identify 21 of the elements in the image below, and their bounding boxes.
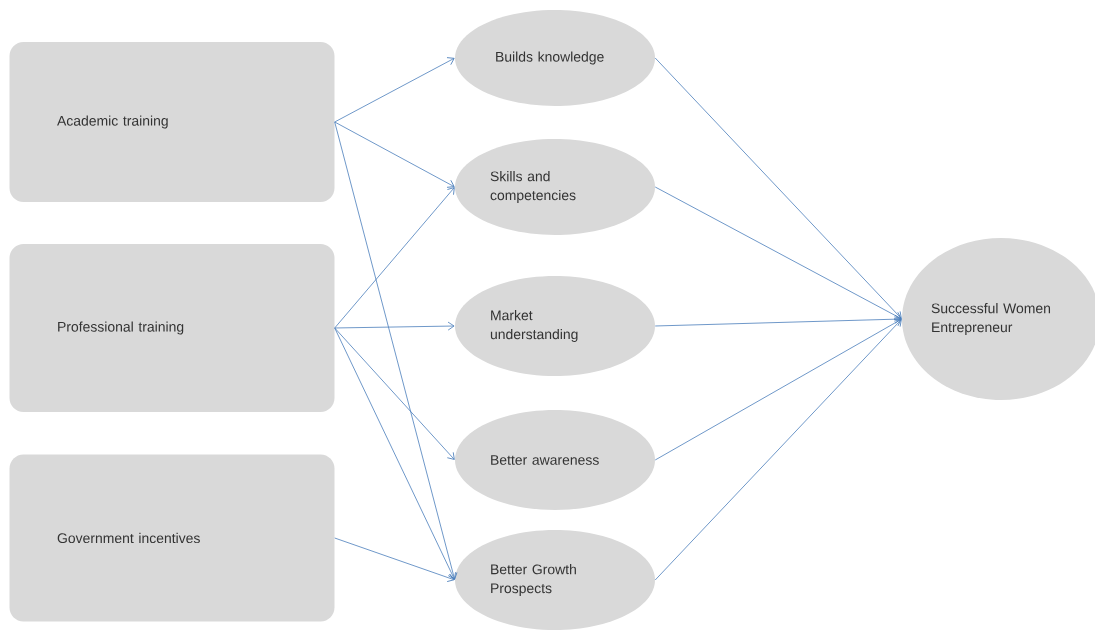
- rounded-box: Government incentives: [9, 454, 335, 622]
- arrow: [654, 57, 902, 319]
- arrow: [334, 321, 455, 331]
- arrow: [334, 537, 455, 582]
- arrow: [334, 327, 455, 460]
- rounded-box: Academic training: [9, 42, 335, 202]
- ellipse-node: Better Growth Prospects: [455, 530, 655, 630]
- rounded-box: Professional training: [9, 244, 335, 412]
- arrow: [654, 318, 902, 461]
- arrow: [334, 327, 456, 580]
- arrow: [654, 186, 902, 320]
- arrow: [334, 57, 455, 123]
- ellipse-node: Builds knowledge: [455, 10, 655, 106]
- arrow: [334, 121, 458, 580]
- ellipse-node: Better awareness: [455, 410, 655, 510]
- arrow: [654, 319, 902, 581]
- ellipse-node: Skills and competencies: [455, 139, 655, 235]
- ellipse-node: Market understanding: [455, 276, 655, 376]
- arrow: [334, 187, 455, 329]
- arrow: [654, 314, 902, 327]
- arrow: [334, 121, 455, 188]
